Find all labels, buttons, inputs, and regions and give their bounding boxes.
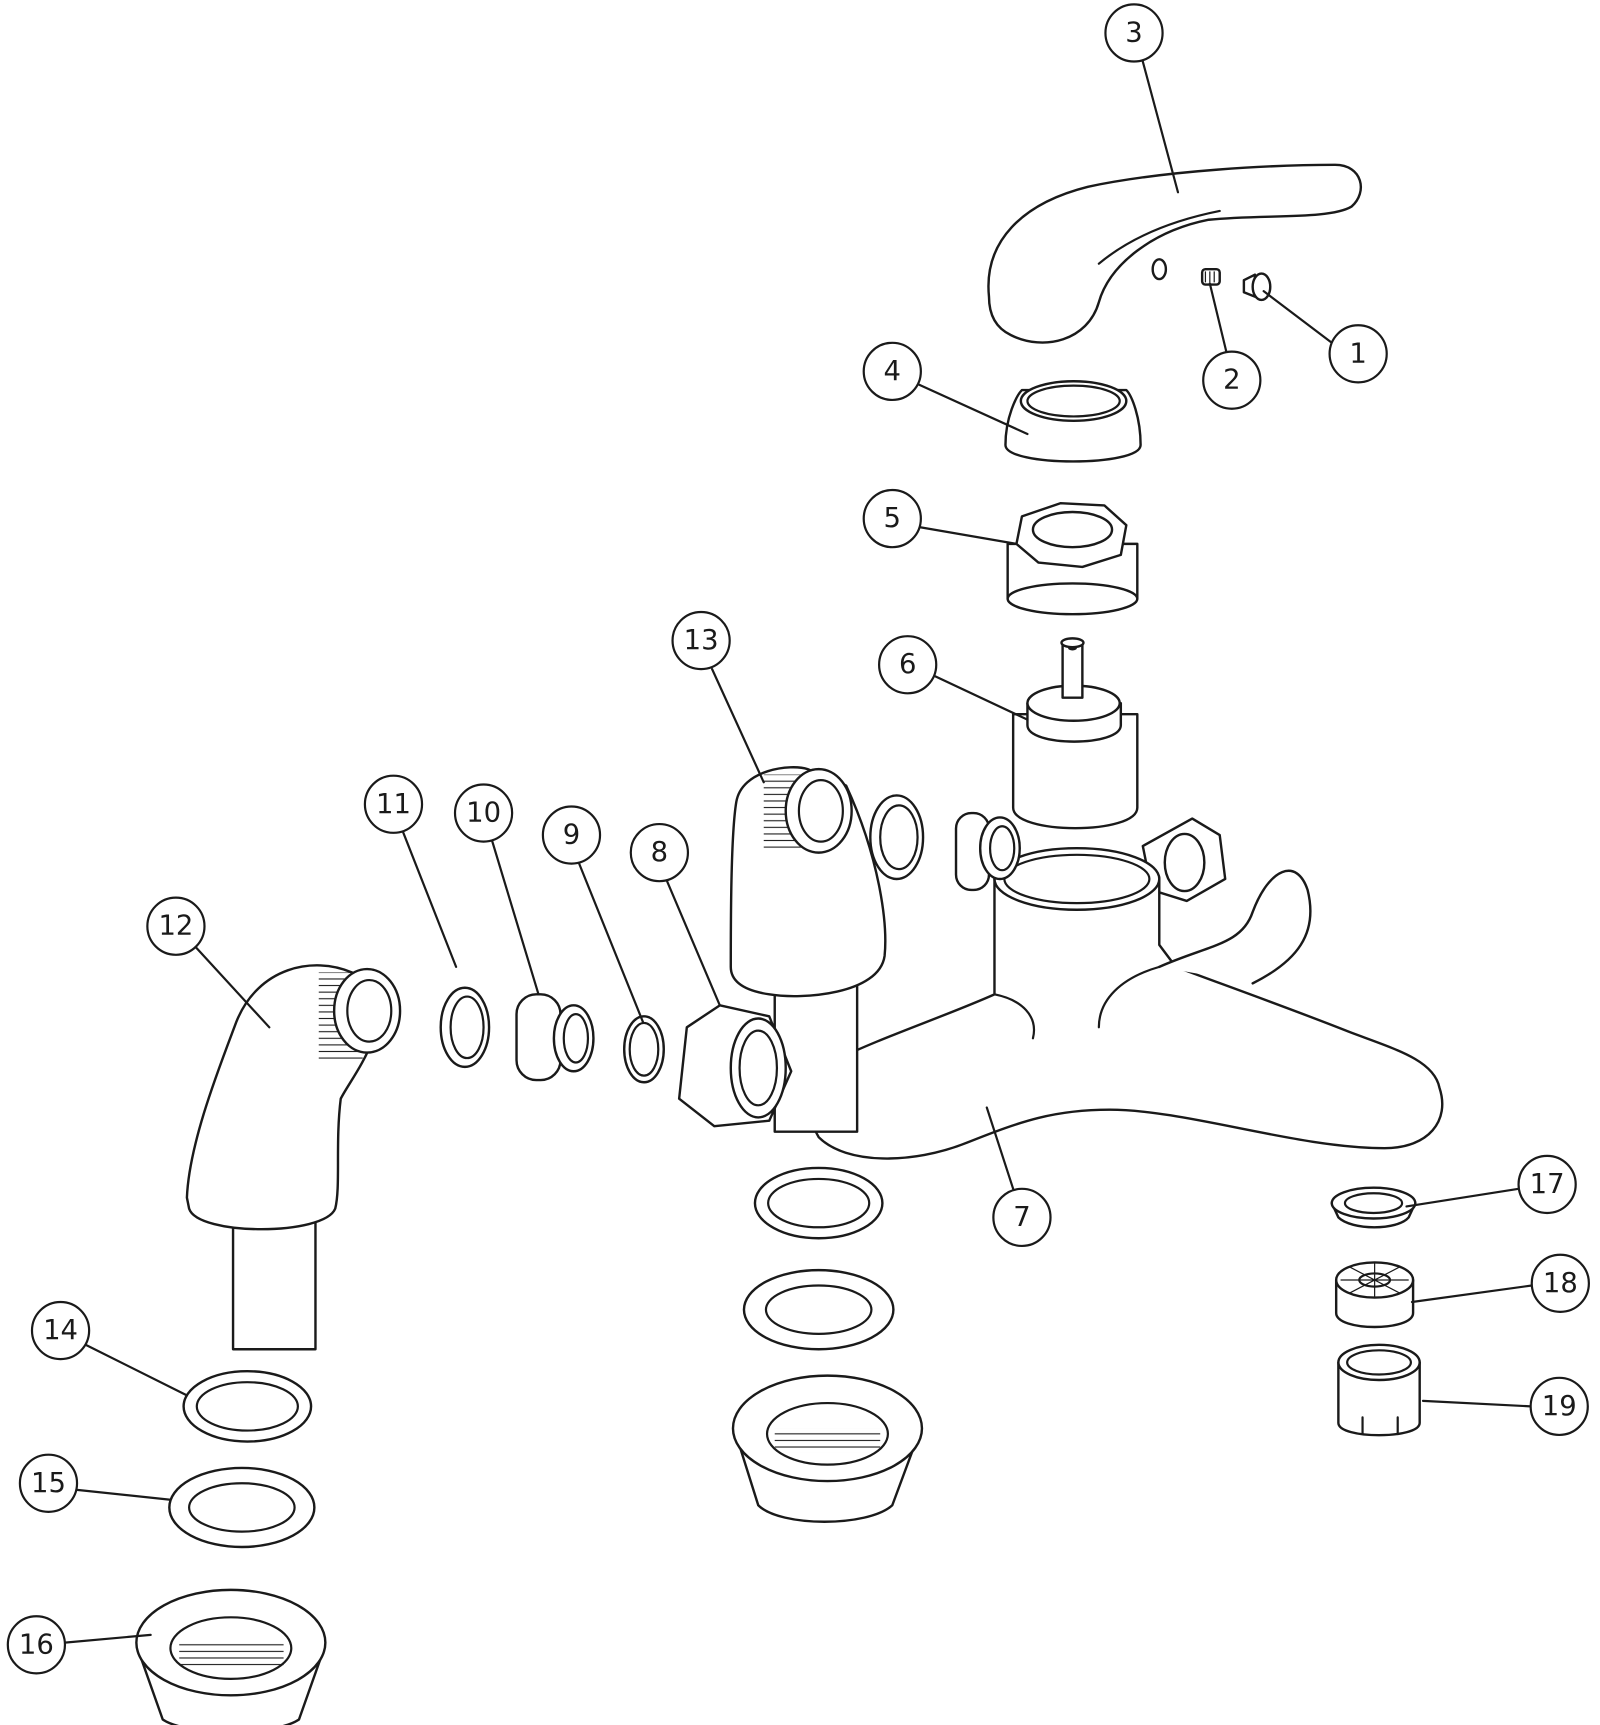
callout-5: 5 (862, 488, 922, 549)
part-eccentric-elbow-left (185, 964, 402, 1351)
svg-text:16: 16 (19, 1629, 54, 1660)
part-washer-right-1 (753, 1166, 884, 1240)
part-grub-screw (1200, 267, 1221, 286)
part-cap-plug (1242, 272, 1272, 302)
svg-text:10: 10 (466, 798, 501, 829)
callout-15: 15 (18, 1453, 79, 1513)
part-cartridge (1011, 637, 1139, 830)
callout-1: 1 (1328, 324, 1388, 384)
svg-text:7: 7 (1013, 1202, 1030, 1233)
callout-17: 17 (1517, 1154, 1577, 1215)
svg-text:6: 6 (899, 649, 916, 680)
svg-text:12: 12 (158, 911, 193, 942)
svg-text:3: 3 (1125, 17, 1142, 48)
svg-text:5: 5 (884, 503, 901, 534)
callout-11: 11 (363, 774, 424, 834)
part-connector-fitting (954, 811, 1021, 892)
callout-4: 4 (862, 341, 922, 402)
part-mixer-body (809, 817, 1444, 1160)
callout-18: 18 (1530, 1253, 1590, 1313)
part-check-valve (515, 993, 595, 1082)
svg-text:19: 19 (1542, 1391, 1577, 1422)
callout-12: 12 (146, 896, 206, 956)
svg-text:15: 15 (31, 1468, 66, 1499)
part-gasket (439, 986, 491, 1069)
callout-13: 13 (671, 610, 731, 671)
svg-text:1: 1 (1349, 338, 1366, 369)
callout-8: 8 (629, 822, 690, 883)
callout-16: 16 (6, 1615, 67, 1675)
callout-7: 7 (992, 1187, 1052, 1248)
svg-text:11: 11 (376, 789, 411, 820)
part-washer-right-2 (742, 1268, 895, 1351)
callout-14: 14 (30, 1300, 91, 1361)
svg-text:14: 14 (43, 1315, 78, 1346)
callout-6: 6 (878, 635, 938, 695)
leader-lines (63, 60, 1533, 1644)
svg-text:17: 17 (1530, 1169, 1565, 1200)
callout-2: 2 (1202, 350, 1262, 410)
part-cover-cap (1004, 380, 1142, 463)
part-aerator-housing (1337, 1343, 1421, 1437)
part-washer-left-2 (168, 1466, 316, 1549)
part-aerator-washer (1330, 1186, 1417, 1229)
callout-19: 19 (1529, 1376, 1589, 1437)
part-small-washer (869, 794, 925, 881)
part-aerator-insert (1334, 1261, 1415, 1329)
callout-9: 9 (541, 805, 602, 865)
part-o-ring (622, 1015, 665, 1084)
svg-text:13: 13 (684, 625, 719, 656)
part-retaining-nut (1006, 502, 1139, 616)
callout-3: 3 (1104, 3, 1164, 63)
part-flange-right (731, 1374, 924, 1523)
svg-text:2: 2 (1223, 365, 1240, 396)
svg-text:9: 9 (563, 820, 580, 851)
svg-text:4: 4 (884, 356, 901, 387)
part-handle (987, 163, 1362, 344)
callout-10: 10 (453, 783, 514, 843)
part-hex-nut (677, 1004, 793, 1128)
svg-text:8: 8 (651, 837, 668, 868)
part-eccentric-elbow-right (729, 766, 887, 1133)
part-flange-left (135, 1588, 327, 1725)
svg-text:18: 18 (1543, 1268, 1578, 1299)
part-washer-left-1 (182, 1370, 313, 1443)
